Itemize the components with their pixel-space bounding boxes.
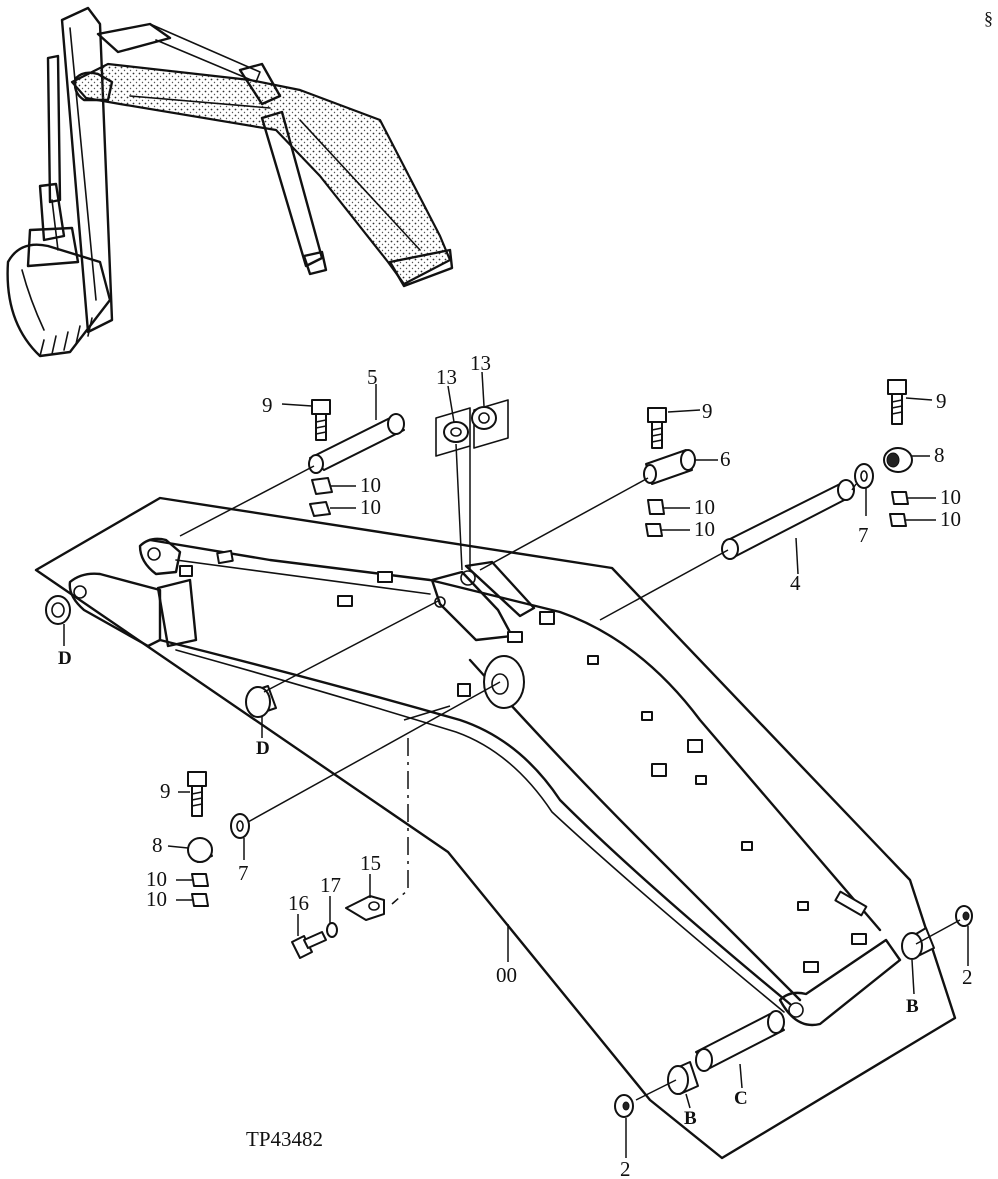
- shims-13: [435, 399, 509, 457]
- callout-10-a: 10: [360, 473, 381, 497]
- seal-2-lower: [614, 1094, 634, 1118]
- bolt-9-upper-left: [311, 399, 331, 441]
- ref-c: C: [734, 1088, 748, 1109]
- callout-10-g: 10: [146, 867, 167, 891]
- callout-13-left: 13: [436, 365, 457, 389]
- bushing-d-left: [45, 595, 71, 625]
- bolt-9-upper-middle: [647, 407, 667, 449]
- callout-2-lower: 2: [620, 1157, 631, 1179]
- callout-10-f: 10: [940, 507, 961, 531]
- washer-7-right: [854, 463, 874, 489]
- callout-2-right: 2: [962, 965, 973, 989]
- boom-assembly-outline: [34, 496, 957, 1160]
- callout-8-right: 8: [934, 443, 945, 467]
- callout-labels: 5 9 10 10 13 13 9 6 10 10 9 8 7 10 10 4 …: [58, 351, 973, 1179]
- callout-16: 16: [288, 891, 309, 915]
- callout-8-left: 8: [152, 833, 163, 857]
- leader-lines: [63, 371, 969, 1158]
- collar-8-left: [187, 837, 213, 863]
- ref-b-lower: B: [684, 1108, 697, 1129]
- collar-8-right: [883, 447, 913, 473]
- boom-structure: [68, 537, 902, 1027]
- pin-c: [695, 1010, 785, 1072]
- corner-mark: §: [984, 8, 993, 28]
- callout-10-d: 10: [694, 517, 715, 541]
- drawing-number: TP43482: [246, 1127, 323, 1151]
- callout-9-lower-left: 9: [160, 779, 171, 803]
- bushing-d-center: [245, 685, 277, 718]
- callout-9-upper-left: 9: [262, 393, 273, 417]
- bushing-b-right: [901, 927, 935, 960]
- seal-2-right: [955, 905, 973, 927]
- callout-15: 15: [360, 851, 381, 875]
- callout-13-right: 13: [470, 351, 491, 375]
- callout-10-e: 10: [940, 485, 961, 509]
- excavator-inset-illustration: [6, 6, 454, 358]
- callout-9-upper-right: 9: [936, 389, 947, 413]
- bolt-9-lower-left: [187, 771, 207, 817]
- bushing-b-lower: [667, 1061, 699, 1095]
- pin-6: [643, 449, 696, 485]
- callout-10-b: 10: [360, 495, 381, 519]
- callout-17: 17: [320, 873, 341, 897]
- pin-5: [308, 413, 405, 474]
- callout-7-left: 7: [238, 861, 249, 885]
- ref-d-left: D: [58, 648, 72, 669]
- ref-d-center: D: [256, 738, 270, 759]
- callout-9-upper-middle: 9: [702, 399, 713, 423]
- callout-6: 6: [720, 447, 731, 471]
- nuts-10: [191, 477, 909, 907]
- bolt-9-upper-right: [887, 379, 907, 425]
- callout-4: 4: [790, 571, 801, 595]
- callout-10-h: 10: [146, 887, 167, 911]
- bolt-16: [291, 931, 327, 959]
- callout-00: 00: [496, 963, 517, 987]
- callout-5: 5: [367, 365, 378, 389]
- callout-10-c: 10: [694, 495, 715, 519]
- lock-washer-17: [326, 922, 338, 938]
- pin-4: [721, 479, 855, 560]
- ref-b-right: B: [906, 996, 919, 1017]
- callout-7-right: 7: [858, 523, 869, 547]
- lock-plate-15: [345, 895, 385, 921]
- washer-7-left: [230, 813, 250, 839]
